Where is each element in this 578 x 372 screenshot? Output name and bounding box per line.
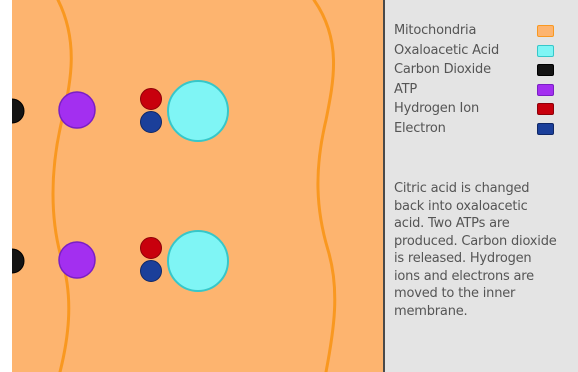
carbon-dioxide-molecule [12, 248, 25, 274]
oxaloacetic-acid-swatch-icon [537, 44, 554, 57]
hydrogen-ion [140, 88, 162, 110]
mitochondria-swatch-icon [537, 25, 554, 37]
oxaloacetic-acid-molecule [167, 230, 229, 292]
legend-label: Hydrogen Ion [394, 101, 479, 116]
mitochondria-matrix [12, 0, 383, 372]
mitochondria-canvas [12, 0, 383, 372]
legend-item-hydrogen-ion: Hydrogen Ion [394, 100, 572, 118]
hydrogen-ion-swatch-icon [537, 103, 554, 115]
inner-membrane-right [312, 0, 337, 372]
atp-molecule [58, 91, 96, 129]
legend-label: Electron [394, 120, 446, 136]
electron [140, 260, 162, 282]
legend-label: Carbon Dioxide [394, 62, 491, 77]
legend-item-carbon-dioxide: Carbon Dioxide [394, 61, 572, 79]
carbon-dioxide-molecule [12, 98, 25, 124]
legend-item-atp: ATP [394, 81, 572, 99]
inner-membrane-left [51, 0, 73, 372]
process-description: Citric acid is changed back into oxaloac… [394, 181, 557, 319]
legend-label: Oxaloacetic Acid [394, 42, 500, 58]
legend-item-oxaloacetic-acid: Oxaloacetic Acid [394, 42, 572, 60]
legend-label: Mitochondria [394, 23, 477, 38]
atp-swatch-icon [537, 83, 554, 96]
legend-item-mitochondria: Mitochondria [394, 22, 572, 40]
atp-molecule [58, 241, 96, 279]
electron [140, 111, 162, 133]
legend-label: ATP [394, 81, 418, 97]
hydrogen-ion [140, 237, 162, 259]
legend-panel: Mitochondria Oxaloacetic Acid Carbon Dio… [385, 0, 578, 372]
legend-item-electron: Electron [394, 120, 572, 138]
mitochondria-diagram [12, 0, 383, 372]
carbon-dioxide-swatch-icon [537, 64, 554, 76]
oxaloacetic-acid-molecule [167, 80, 229, 142]
panel-divider [383, 0, 385, 372]
electron-swatch-icon [537, 122, 554, 135]
